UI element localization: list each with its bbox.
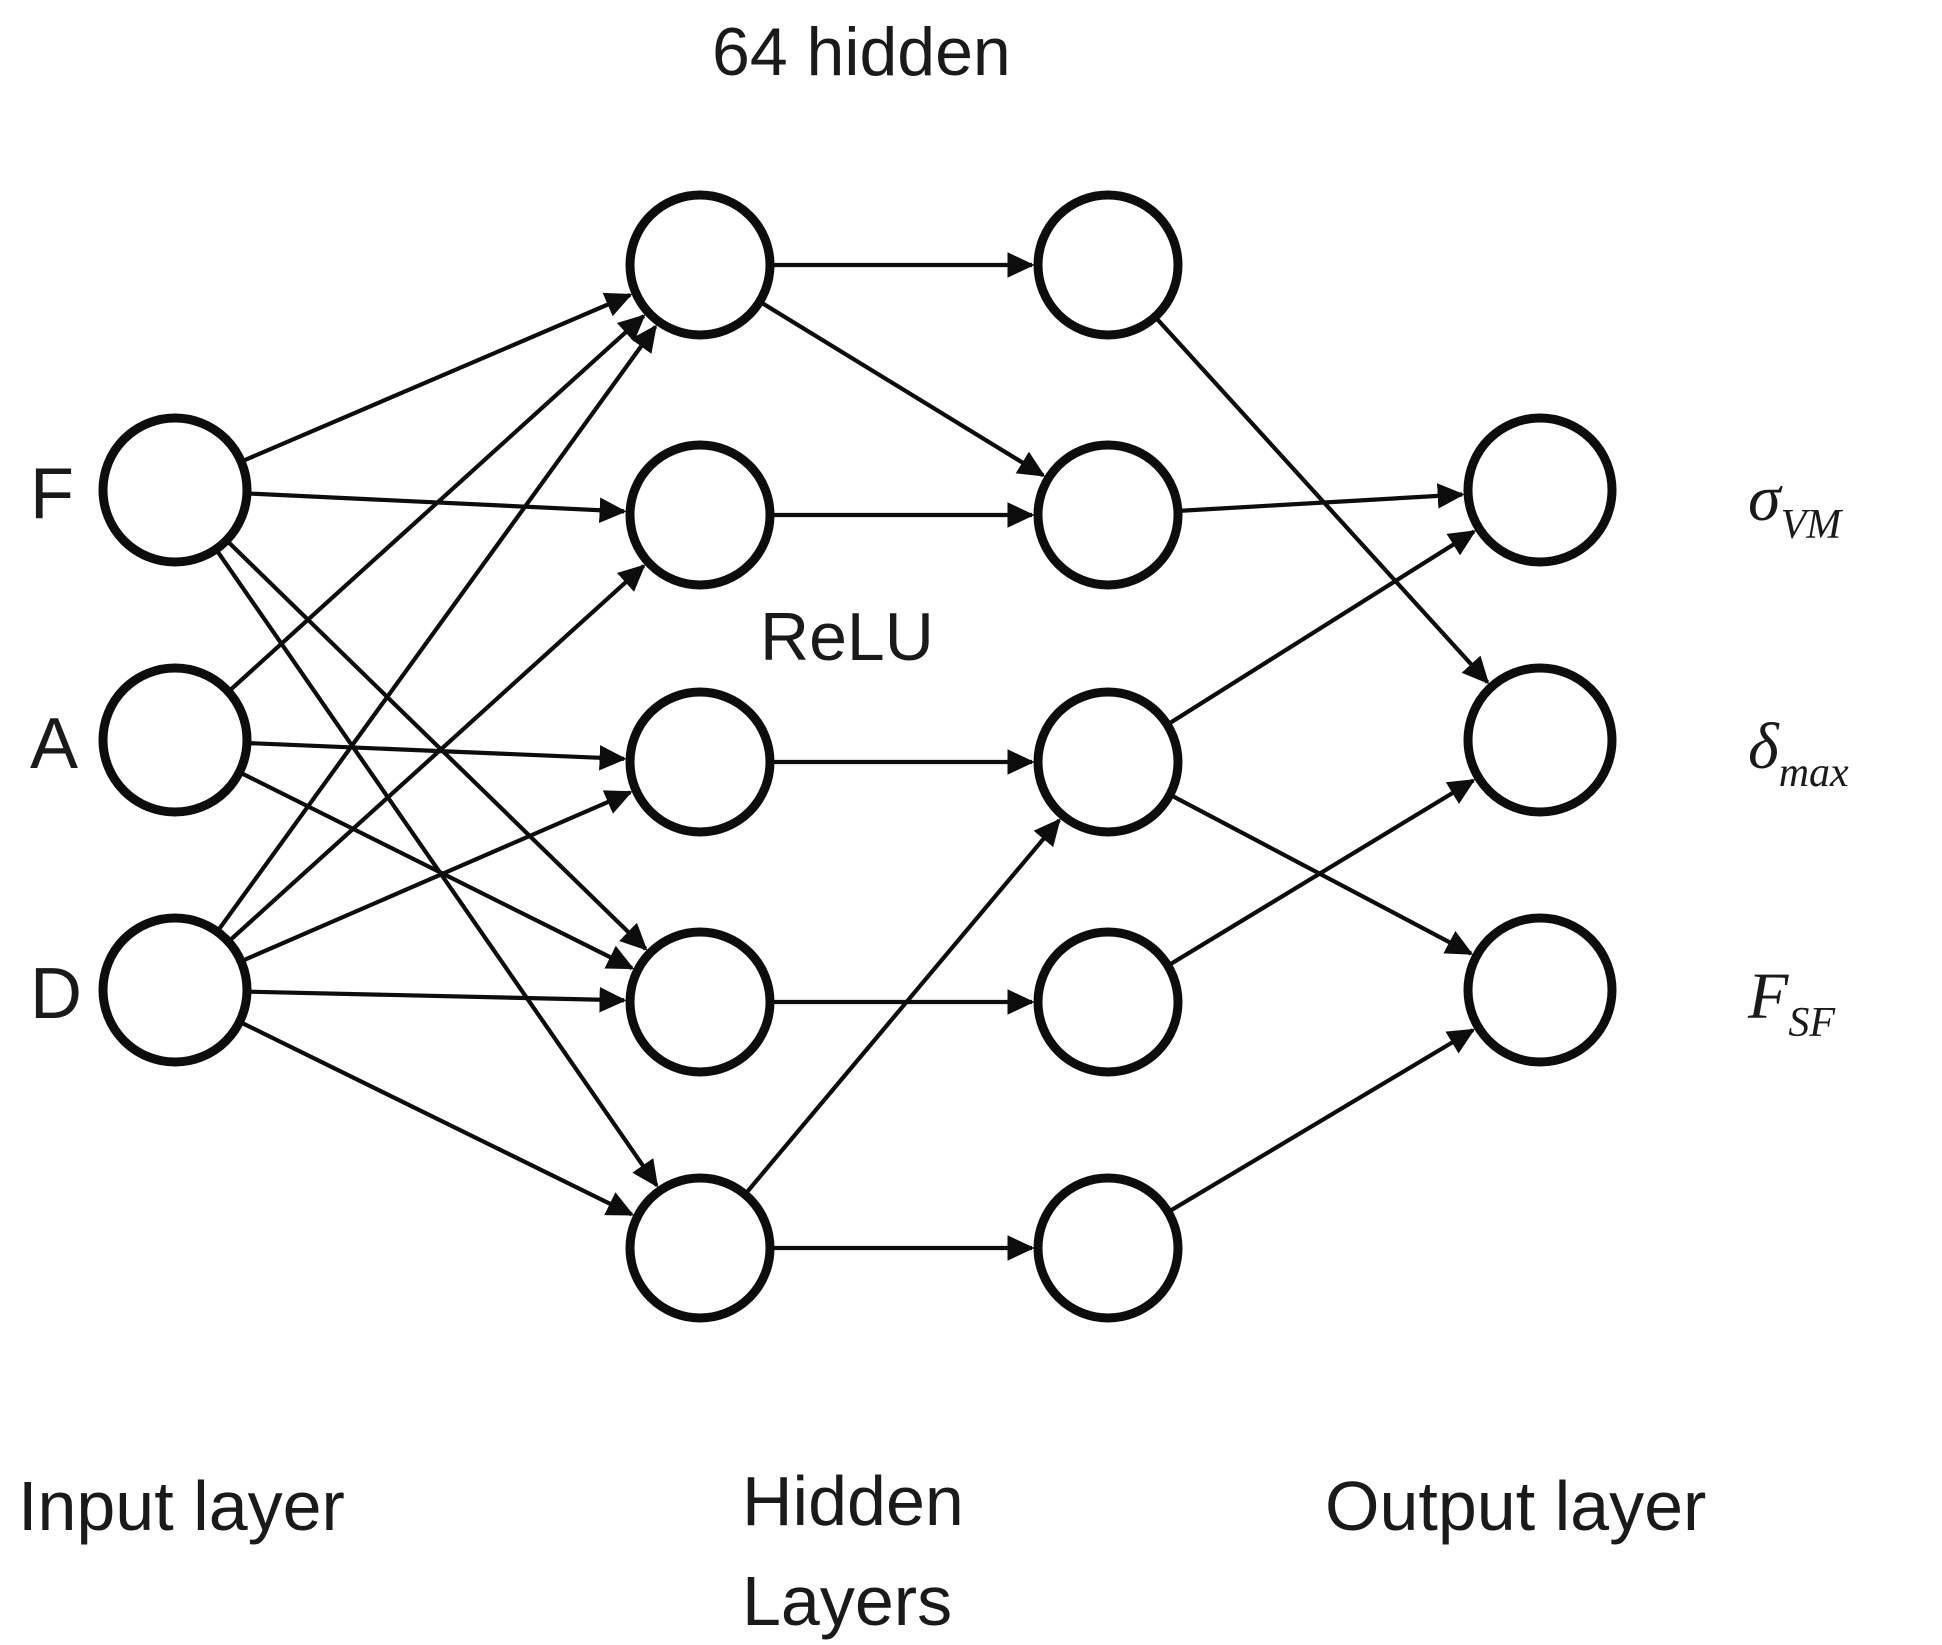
hidden-layer-2-node-0[interactable] — [1033, 190, 1183, 340]
input-layer-node-0[interactable] — [98, 413, 252, 567]
nodes-group — [98, 190, 1617, 1323]
edge-hidden2-1-output-0 — [1178, 483, 1465, 513]
hidden-layer-1-node-1[interactable] — [625, 440, 775, 590]
input-layer-caption: Input layer — [18, 1467, 345, 1545]
hidden-units-title: 64 hidden — [712, 14, 1011, 90]
hidden-layer-2-node-3[interactable] — [1033, 927, 1183, 1077]
input-layer-node-1[interactable] — [98, 663, 252, 817]
input-label-A: A — [30, 704, 78, 784]
output-label-0-base: σ — [1748, 462, 1783, 535]
output-label-2-base: F — [1747, 960, 1789, 1033]
output-label-2: FSF — [1747, 960, 1835, 1046]
edges-group — [214, 252, 1490, 1261]
input-label-D: D — [30, 954, 82, 1034]
edge-hidden2-2-output-0 — [1166, 529, 1477, 726]
edge-hidden1-0-hidden2-1 — [759, 300, 1046, 478]
edge-hidden2-3-output-1 — [1167, 778, 1476, 967]
output-label-1: δmax — [1748, 710, 1849, 796]
output-label-2-subscript: SF — [1788, 1000, 1835, 1046]
hidden-layer-caption-line1: Hidden — [742, 1462, 964, 1540]
edge-input-1-hidden1-3 — [239, 770, 635, 970]
edge-input-0-hidden1-3 — [225, 539, 648, 951]
edge-hidden2-4-output-2 — [1167, 1028, 1476, 1214]
edge-input-1-hidden1-0 — [227, 314, 646, 693]
input-layer-node-2[interactable] — [98, 913, 252, 1067]
output-label-1-base: δ — [1748, 710, 1780, 783]
activation-label: ReLU — [760, 599, 934, 675]
edge-hidden2-0-output-1 — [1154, 316, 1490, 685]
hidden-layer-1-node-4[interactable] — [625, 1173, 775, 1323]
output-layer-node-1[interactable] — [1463, 663, 1617, 817]
output-layer-node-0[interactable] — [1463, 413, 1617, 567]
hidden-layer-caption-line2: Layers — [742, 1562, 952, 1640]
output-layer-caption: Output layer — [1325, 1467, 1706, 1545]
hidden-layer-2-node-2[interactable] — [1033, 687, 1183, 837]
edge-input-2-hidden1-1 — [227, 564, 646, 943]
input-label-F: F — [30, 454, 74, 534]
output-label-0-subscript: VM — [1781, 502, 1844, 548]
hidden-layer-1-node-0[interactable] — [625, 190, 775, 340]
hidden-layer-2-node-4[interactable] — [1033, 1173, 1183, 1323]
edge-hidden1-4-hidden2-2 — [744, 818, 1061, 1195]
output-label-0: σVM — [1748, 462, 1843, 548]
edge-input-2-hidden1-2 — [241, 790, 633, 963]
hidden-layer-1-node-3[interactable] — [625, 927, 775, 1077]
hidden-layer-2-node-1[interactable] — [1033, 440, 1183, 590]
edge-input-1-hidden1-2 — [247, 740, 627, 771]
hidden-layer-1-node-2[interactable] — [625, 687, 775, 837]
edge-input-2-hidden1-3 — [247, 986, 627, 1013]
edge-input-0-hidden1-4 — [214, 548, 659, 1188]
output-label-1-subscript: max — [1779, 750, 1849, 796]
output-layer-node-2[interactable] — [1463, 913, 1617, 1067]
edge-input-2-hidden1-0 — [216, 324, 658, 933]
edge-input-2-hidden1-4 — [239, 1020, 634, 1217]
edge-input-0-hidden1-0 — [241, 292, 633, 464]
